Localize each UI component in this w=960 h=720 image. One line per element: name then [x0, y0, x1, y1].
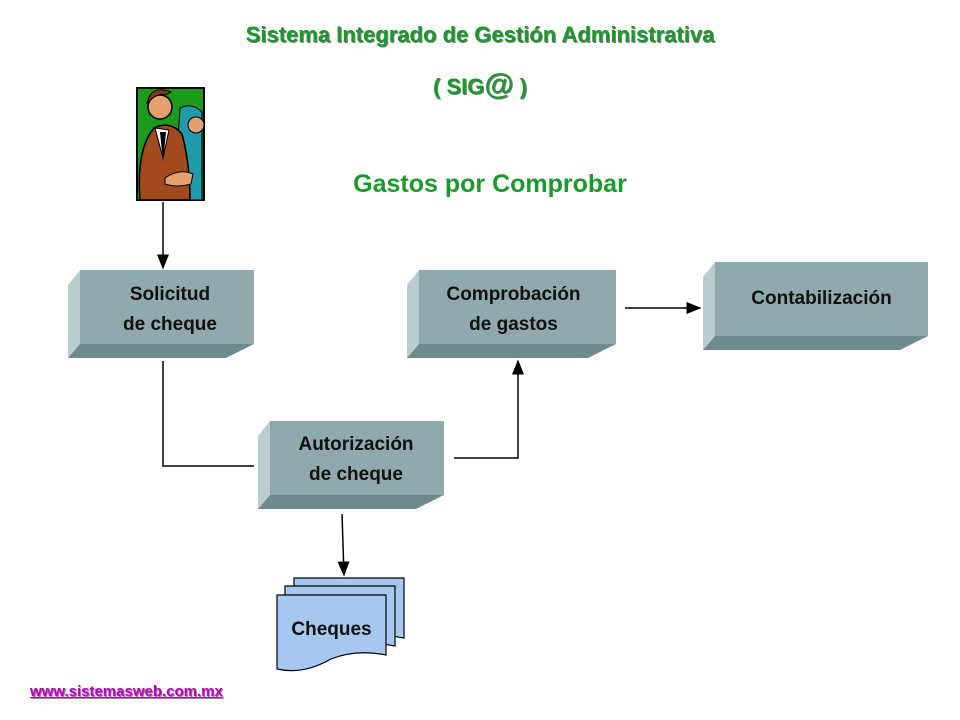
cheques-document-stack [276, 577, 405, 672]
box-contabilizacion [703, 262, 928, 350]
box-comprobacion [407, 270, 616, 358]
diagram-title: Gastos por Comprobar [353, 170, 627, 198]
system-title: Sistema Integrado de Gestión Administrat… [245, 22, 715, 47]
box-autorizacion [258, 421, 444, 509]
box-solicitud [68, 270, 254, 358]
label-autorizacion: Autorización de cheque [298, 434, 414, 485]
label-contabilizacion: Contabilización [751, 288, 892, 309]
label-cheques: Cheques [291, 619, 372, 640]
label-comprobacion: Comprobación de gastos [446, 284, 581, 335]
label-solicitud: Solicitud de cheque [123, 284, 217, 335]
system-acronym: ( SIG@ ) [432, 68, 528, 101]
business-people-icon [136, 87, 205, 201]
website-link[interactable]: www.sistemasweb.com.mx [30, 683, 223, 700]
